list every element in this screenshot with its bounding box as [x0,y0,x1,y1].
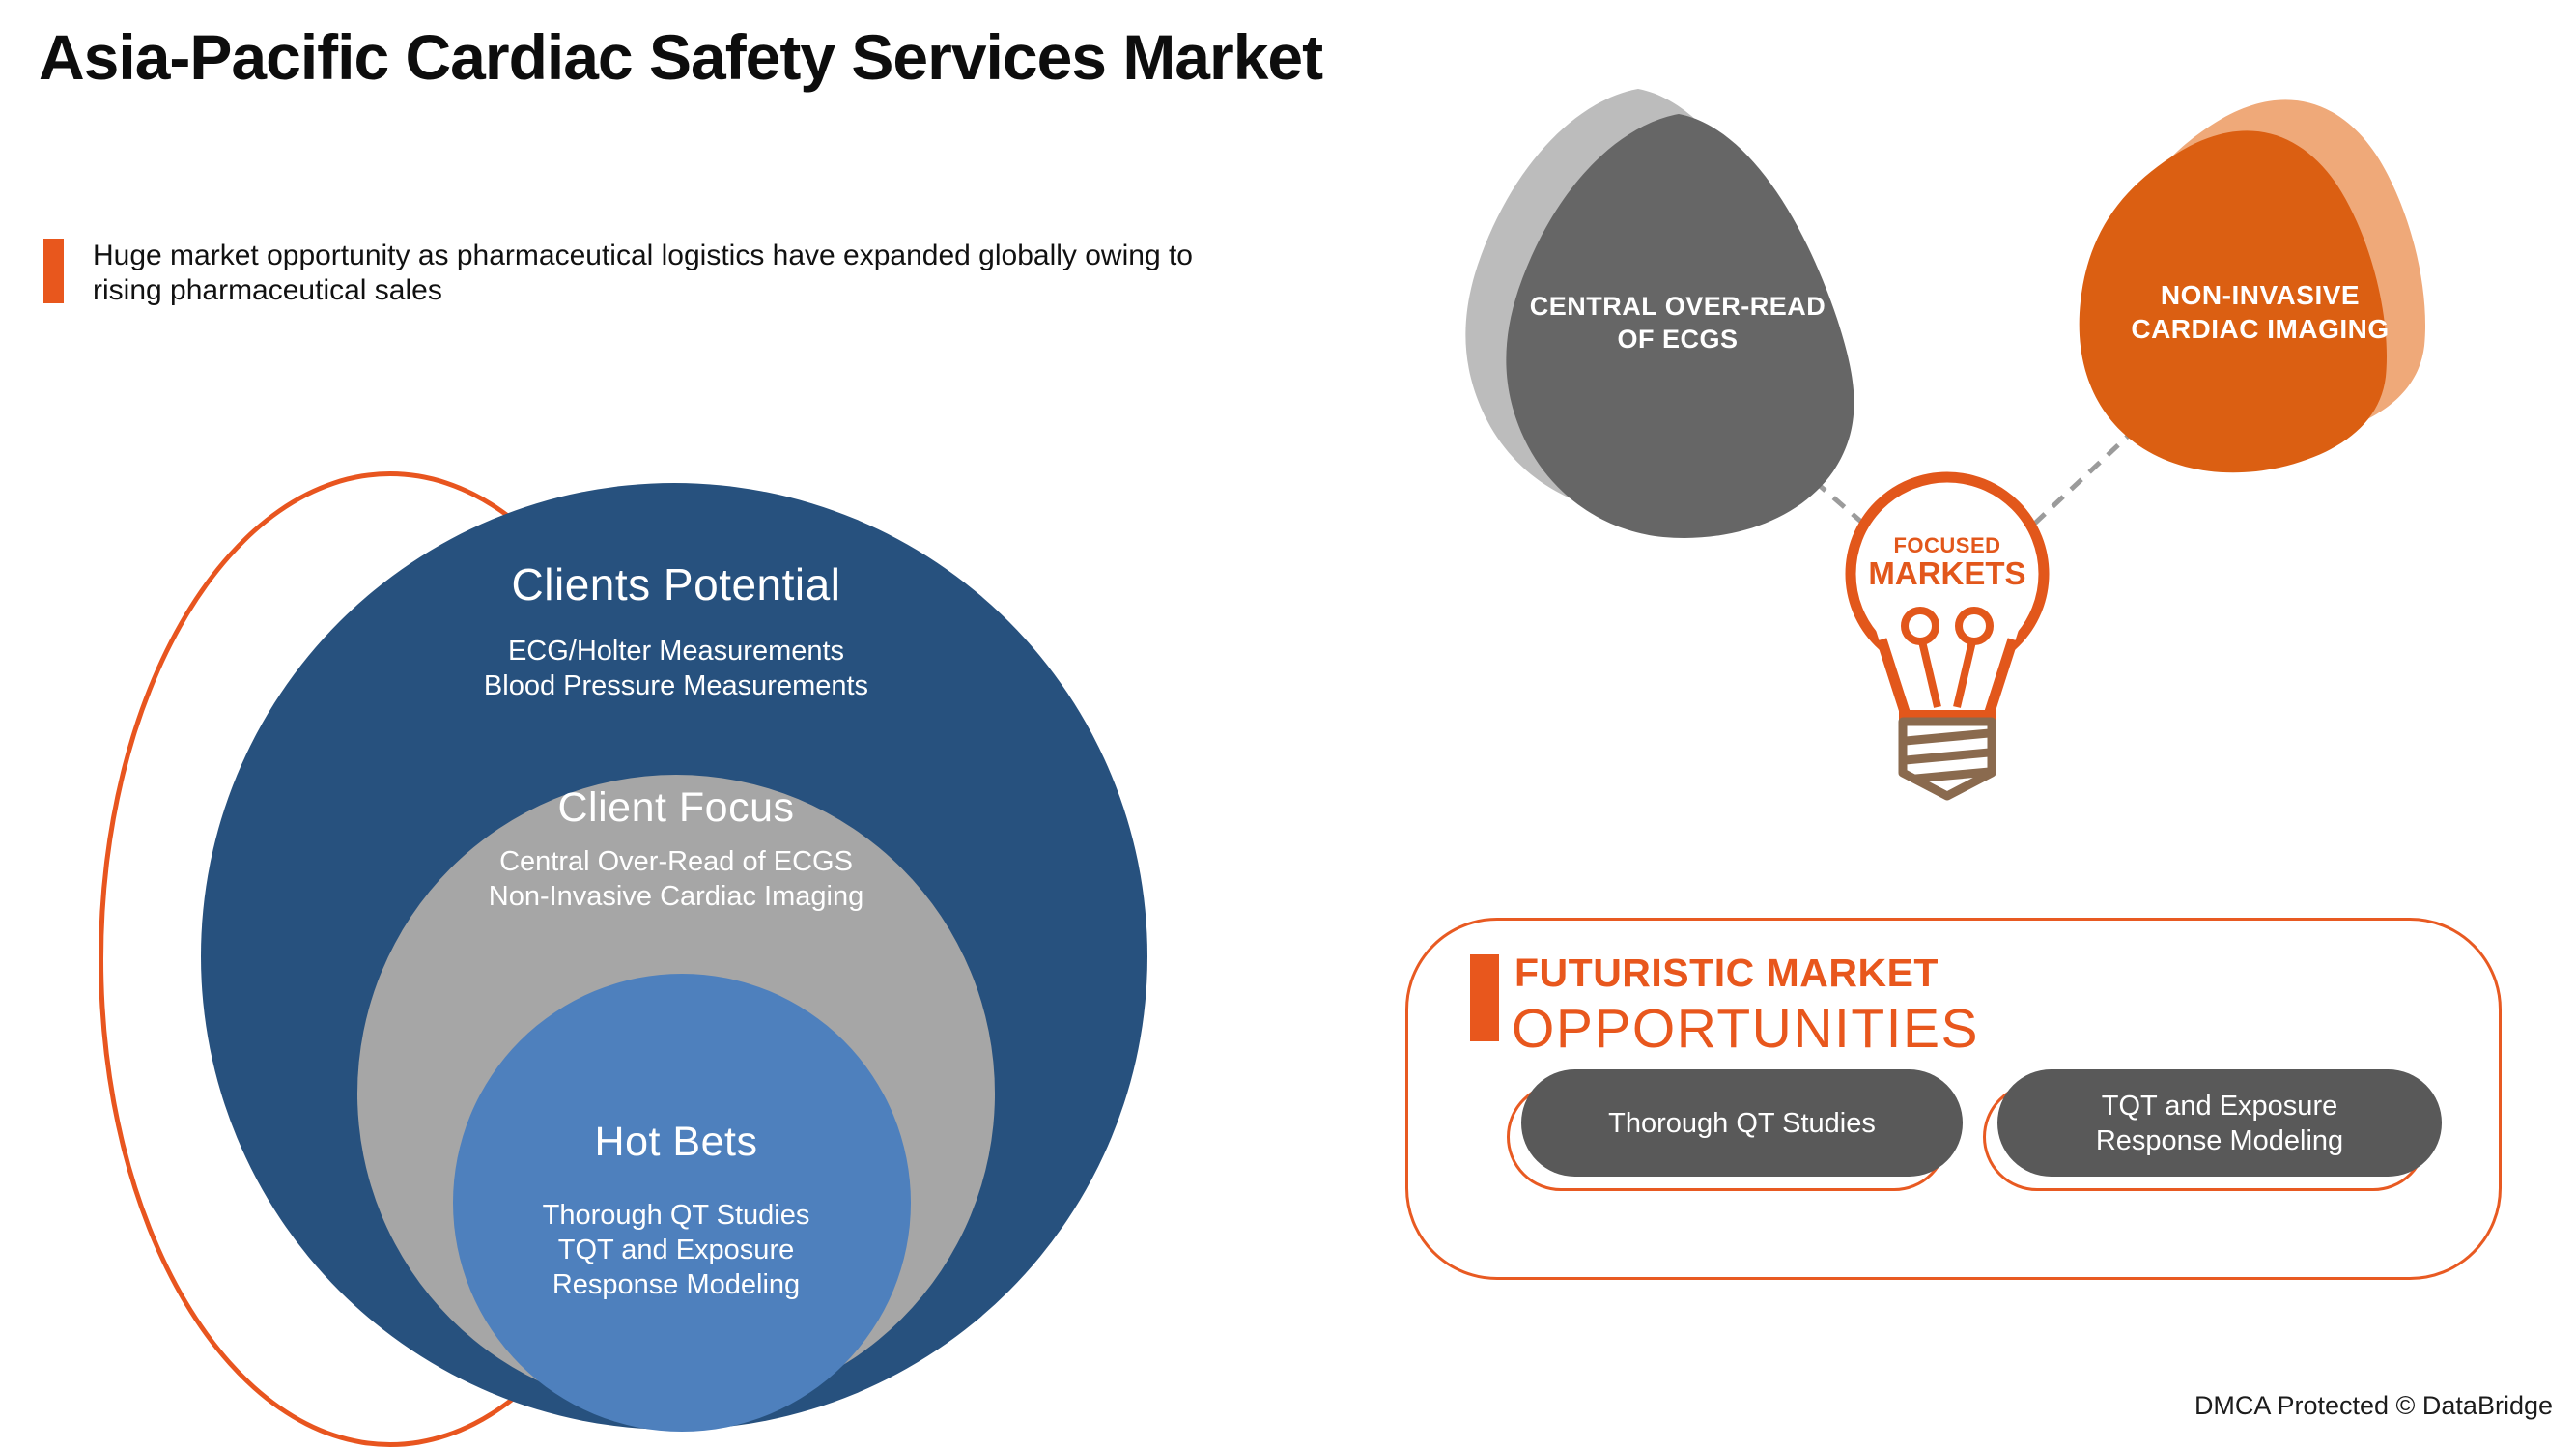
subtitle-block: Huge market opportunity as pharmaceutica… [43,239,1242,308]
pill-text: Thorough QT Studies [1608,1107,1876,1139]
pill-thorough-qt-studies: Thorough QT Studies [1521,1069,1963,1177]
dmca-footer-note: DMCA Protected © DataBridge [2194,1391,2553,1420]
client-focus-item: Central Over-Read of ECGS [499,846,853,877]
pill-tqt-exposure-modeling: TQT and Exposure Response Modeling [1997,1069,2442,1177]
blob-label-non-invasive: NON-INVASIVE CARDIAC IMAGING [2094,278,2426,346]
futuristic-opportunities-panel [1405,918,2502,1280]
blob-label-line: CENTRAL OVER-READ [1529,292,1826,321]
clients-potential-item: ECG/Holter Measurements [507,636,845,667]
pill-text: Response Modeling [2095,1124,2344,1156]
blob-label-line: OF ECGS [1617,325,1739,354]
markets-label-line: MARKETS [1868,555,2026,591]
hot-bets-item: TQT and Exposure [557,1235,795,1265]
clients-potential-title: Clients Potential [511,559,841,610]
focused-label-line: FOCUSED [1893,533,2001,557]
blob-label-line: NON-INVASIVE [2160,280,2361,310]
subtitle-text: Huge market opportunity as pharmaceutica… [93,240,1193,306]
blob-label-central-over-read: CENTRAL OVER-READ OF ECGS [1512,290,1844,355]
blob-label-line: CARDIAC IMAGING [2131,314,2390,344]
dashed-connector-right [2012,426,2138,545]
page-title: Asia-Pacific Cardiac Safety Services Mar… [39,21,1323,93]
hot-bets-items: Thorough QT Studies TQT and Exposure Res… [290,1198,1062,1302]
focused-markets-graphic [1465,89,2426,801]
hot-bets-item: Response Modeling [552,1269,801,1300]
clients-potential-items: ECG/Holter Measurements Blood Pressure M… [290,634,1062,703]
panel-heading-line2: OPPORTUNITIES [1512,998,1980,1060]
hot-bets-item: Thorough QT Studies [542,1200,810,1231]
clients-potential-item: Blood Pressure Measurements [483,670,869,701]
pill-text: TQT and Exposure [2101,1090,2338,1122]
orange-bullet-square [43,239,64,303]
light-bulb-icon [1845,471,2050,801]
client-focus-item: Non-Invasive Cardiac Imaging [488,881,864,912]
panel-heading-line1: FUTURISTIC MARKET [1514,951,1939,995]
orange-blob-shape [2079,130,2388,473]
client-focus-items: Central Over-Read of ECGS Non-Invasive C… [290,844,1062,914]
panel-orange-bullet [1470,954,1499,1041]
client-focus-title: Client Focus [557,784,795,831]
hot-bets-title: Hot Bets [594,1119,758,1165]
focused-markets-label: FOCUSED MARKETS [1851,533,2044,590]
circle-hot-bets [453,974,911,1432]
gray-blob-shape [1506,114,1854,538]
